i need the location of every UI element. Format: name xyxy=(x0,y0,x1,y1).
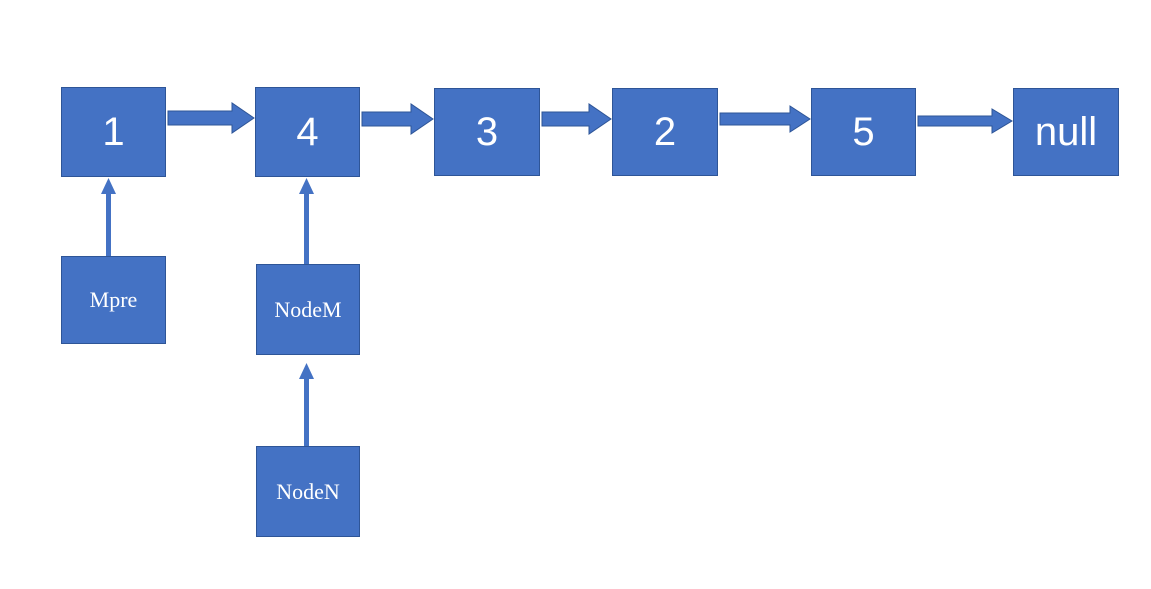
node-5: 5 xyxy=(811,88,916,176)
node-mpre: Mpre xyxy=(61,256,166,344)
node-5-label: 5 xyxy=(852,110,875,154)
up-arrow-icon xyxy=(297,363,316,446)
node-noden-label: NodeN xyxy=(276,478,340,504)
node-nodem: NodeM xyxy=(256,264,360,355)
node-4: 4 xyxy=(255,87,360,177)
right-arrow-icon xyxy=(167,102,255,134)
node-3-label: 3 xyxy=(475,110,499,154)
node-null-label: null xyxy=(1034,110,1098,154)
node-2-label: 2 xyxy=(653,110,677,154)
node-noden: NodeN xyxy=(256,446,360,537)
right-arrow-icon xyxy=(361,103,434,135)
node-1-label: 1 xyxy=(102,110,125,154)
up-arrow-icon xyxy=(99,178,118,256)
node-2: 2 xyxy=(612,88,718,176)
node-3: 3 xyxy=(434,88,540,176)
node-mpre-label: Mpre xyxy=(89,287,138,312)
right-arrow-icon xyxy=(917,108,1013,134)
node-1: 1 xyxy=(61,87,166,177)
right-arrow-icon xyxy=(541,103,612,135)
node-nodem-label: NodeM xyxy=(274,296,342,322)
right-arrow-icon xyxy=(719,105,811,133)
node-4-label: 4 xyxy=(296,110,319,154)
up-arrow-icon xyxy=(297,178,316,264)
node-null: null xyxy=(1013,88,1119,176)
